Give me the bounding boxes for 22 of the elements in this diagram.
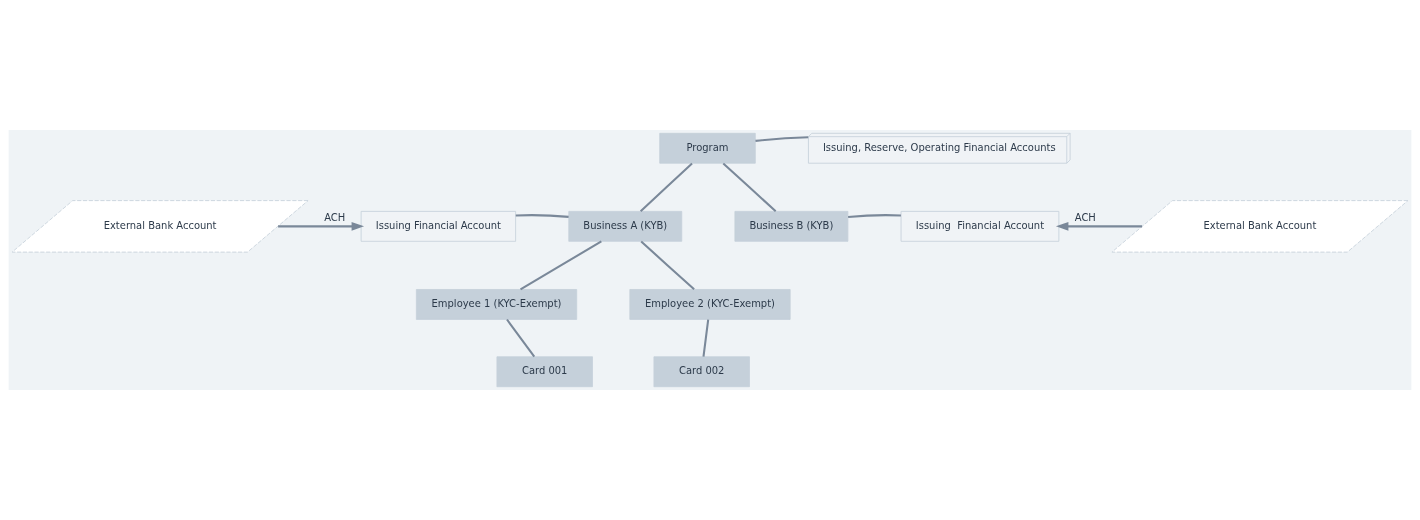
node-box: Employee 2 (KYC-Exempt) — [629, 289, 791, 320]
connector — [639, 162, 693, 212]
edge-label: ACH — [1074, 212, 1096, 224]
node-box: Issuing Financial Account — [900, 211, 1060, 242]
node-box: Program — [659, 132, 756, 164]
connector — [515, 214, 569, 218]
node-box: Business B (KYB) — [734, 211, 849, 242]
edge-label: ACH — [324, 212, 346, 224]
connector — [520, 240, 602, 291]
arrow — [1055, 222, 1143, 231]
connector — [506, 318, 536, 358]
node-box: Card 001 — [496, 356, 593, 388]
node-box: Issuing Financial Account — [360, 211, 517, 242]
connector — [848, 214, 901, 218]
arrow — [278, 222, 365, 231]
connector — [722, 162, 777, 212]
node-box: Employee 1 (KYC-Exempt) — [415, 289, 578, 320]
node-box: Card 002 — [653, 356, 750, 388]
connector — [755, 136, 809, 142]
connector — [640, 240, 695, 291]
node-box: Business A (KYB) — [568, 211, 683, 242]
connector — [702, 319, 710, 357]
